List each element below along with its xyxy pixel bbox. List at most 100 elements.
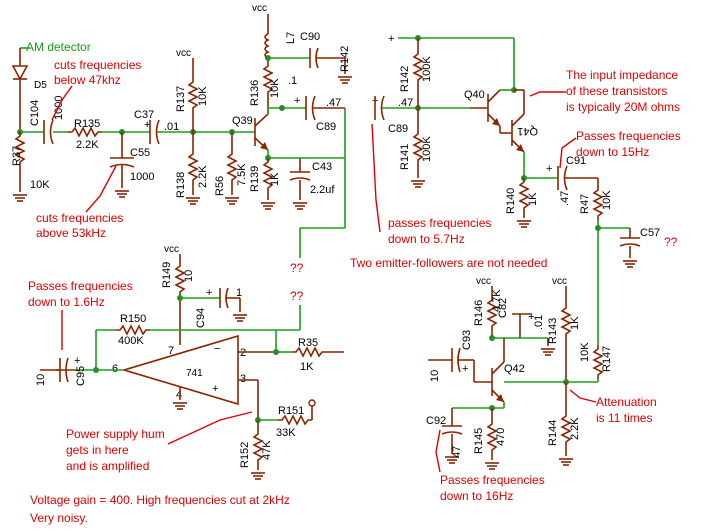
label-c95: C95: [75, 366, 87, 386]
opamp-pin-4: 4: [176, 389, 182, 401]
opamp-pin-2: 2: [240, 347, 246, 359]
label-r152-value: 47K: [261, 440, 273, 460]
label-c94-value: 1: [236, 287, 242, 299]
opamp-741: [121, 334, 239, 406]
label-c90-value: .1: [288, 75, 297, 87]
label-c92-value: 47: [451, 446, 463, 458]
vcc-label-r137: vcc: [176, 48, 191, 59]
label-c89b-value: .47: [398, 97, 413, 109]
note-gain-2: Very noisy.: [30, 511, 88, 525]
label-r138: R138: [175, 172, 187, 198]
label-r143-value: 1K: [569, 316, 581, 330]
note-qq-1: ??: [290, 261, 304, 275]
note-emitter-followers: Two emitter-followers are not needed: [350, 256, 547, 270]
label-r142: R142: [399, 66, 411, 92]
label-c43: C43: [312, 161, 332, 173]
label-c43-value: 2.2uf: [310, 184, 335, 196]
note-passes-1-6hz-2: down to 1.6Hz: [28, 295, 105, 309]
note-hum-3: and is amplified: [66, 459, 149, 473]
label-c91: C91: [566, 155, 586, 167]
label-c89b: C89: [388, 123, 408, 135]
label-r35: R35: [298, 337, 318, 349]
opamp-pin-3: 3: [240, 373, 246, 385]
label-q39: Q39: [232, 115, 253, 127]
note-input-impedance-3: is typically 20M ohms: [566, 100, 680, 114]
note-attenuation-1: Attenuation: [596, 395, 657, 409]
c95-plus-sign: +: [74, 355, 80, 367]
label-c55: C55: [130, 147, 150, 159]
c37-plus-sign: +: [144, 119, 150, 131]
label-c82: C82: [497, 298, 509, 318]
label-c57: C57: [640, 227, 660, 239]
label-r47-value: 10K: [601, 190, 613, 210]
note-passes-16hz-1: Passes frequencies: [440, 473, 545, 487]
label-c55-value: 1000: [130, 171, 154, 183]
label-c104: C104: [29, 100, 41, 126]
c82-plus-sign: +: [528, 311, 534, 323]
label-r137: R137: [175, 86, 187, 112]
label-r135-value: 2.2K: [76, 139, 99, 151]
note-hum-1: Power supply hum: [66, 427, 165, 441]
opamp-pin-6: 6: [112, 363, 118, 375]
note-passes-5-7hz-2: down to 5.7Hz: [388, 232, 465, 246]
label-r150-value: 400K: [118, 335, 144, 347]
label-r47: R47: [579, 194, 591, 214]
label-r37-value: 10K: [30, 179, 50, 191]
label-r150: R150: [120, 313, 146, 325]
note-attenuation-2: is 11 times: [596, 411, 652, 425]
label-c92: C92: [426, 415, 446, 427]
label-741: 741: [186, 368, 203, 379]
label-r135: R135: [74, 118, 100, 130]
supply-plus-sign: +: [388, 33, 394, 45]
c93-plus-sign: +: [462, 363, 468, 375]
label-r142-value: 100K: [421, 56, 433, 82]
label-r146: R146: [473, 300, 485, 326]
label-r149-value: 10: [183, 270, 195, 282]
label-c104-value: 1000: [53, 96, 65, 120]
note-cuts-47k-2: below 47khz: [54, 73, 121, 87]
label-r147: R147: [601, 346, 613, 372]
diode-d5: [11, 65, 29, 81]
label-c93-value: 10: [429, 370, 441, 382]
note-input-impedance-1: The input impedance: [566, 68, 678, 82]
label-r37: R37: [11, 146, 23, 166]
label-r136-value: 10K: [269, 78, 281, 98]
label-c94: C94: [195, 308, 207, 328]
label-r56-value: 7.5K: [236, 163, 248, 186]
label-r144: R144: [547, 420, 559, 446]
label-r141: R141: [399, 144, 411, 170]
note-qq-2: ??: [290, 289, 304, 303]
vcc-label-r149: vcc: [164, 244, 179, 255]
label-r140: R140: [505, 188, 517, 214]
note-passes-1-6hz-1: Passes frequencies: [28, 279, 133, 293]
label-r140-value: 1K: [527, 192, 539, 206]
vcc-label-r146: vcc: [476, 276, 491, 287]
vcc-label-r143: vcc: [552, 276, 567, 287]
label-q42: Q42: [504, 363, 525, 375]
note-cuts-47k-1: cuts frequencies: [54, 58, 141, 72]
note-hum-2: gets in here: [66, 443, 129, 457]
vcc-label-l7: vcc: [252, 3, 267, 14]
label-r149: R149: [161, 262, 173, 288]
label-c37: C37: [134, 109, 154, 121]
label-c82-value: .01: [533, 315, 545, 330]
label-r137-value: 10K: [197, 86, 209, 106]
note-cuts-53k-1: cuts frequencies: [36, 211, 123, 225]
label-r56: R56: [214, 176, 226, 196]
label-r141-value: 100K: [421, 136, 433, 162]
label-r151: R151: [278, 405, 304, 417]
label-r147-value: 10K: [579, 342, 591, 362]
label-c89a: C89: [316, 121, 336, 133]
label-c89a-value: .47: [326, 97, 341, 109]
note-input-impedance-2: of these transistors: [566, 84, 667, 98]
label-d5: D5: [34, 80, 47, 91]
label-c93: C93: [461, 330, 473, 350]
note-passes-16hz-2: down to 16Hz: [440, 489, 513, 503]
note-passes-15hz-2: down to 15Hz: [576, 145, 649, 159]
label-am-detector: AM detector: [26, 40, 91, 54]
c91-plus-sign: +: [546, 163, 552, 175]
note-passes-15hz-1: Passes frequencies: [576, 129, 681, 143]
label-q41: Q41: [517, 125, 538, 137]
label-r144-value: 2.2K: [569, 417, 581, 440]
